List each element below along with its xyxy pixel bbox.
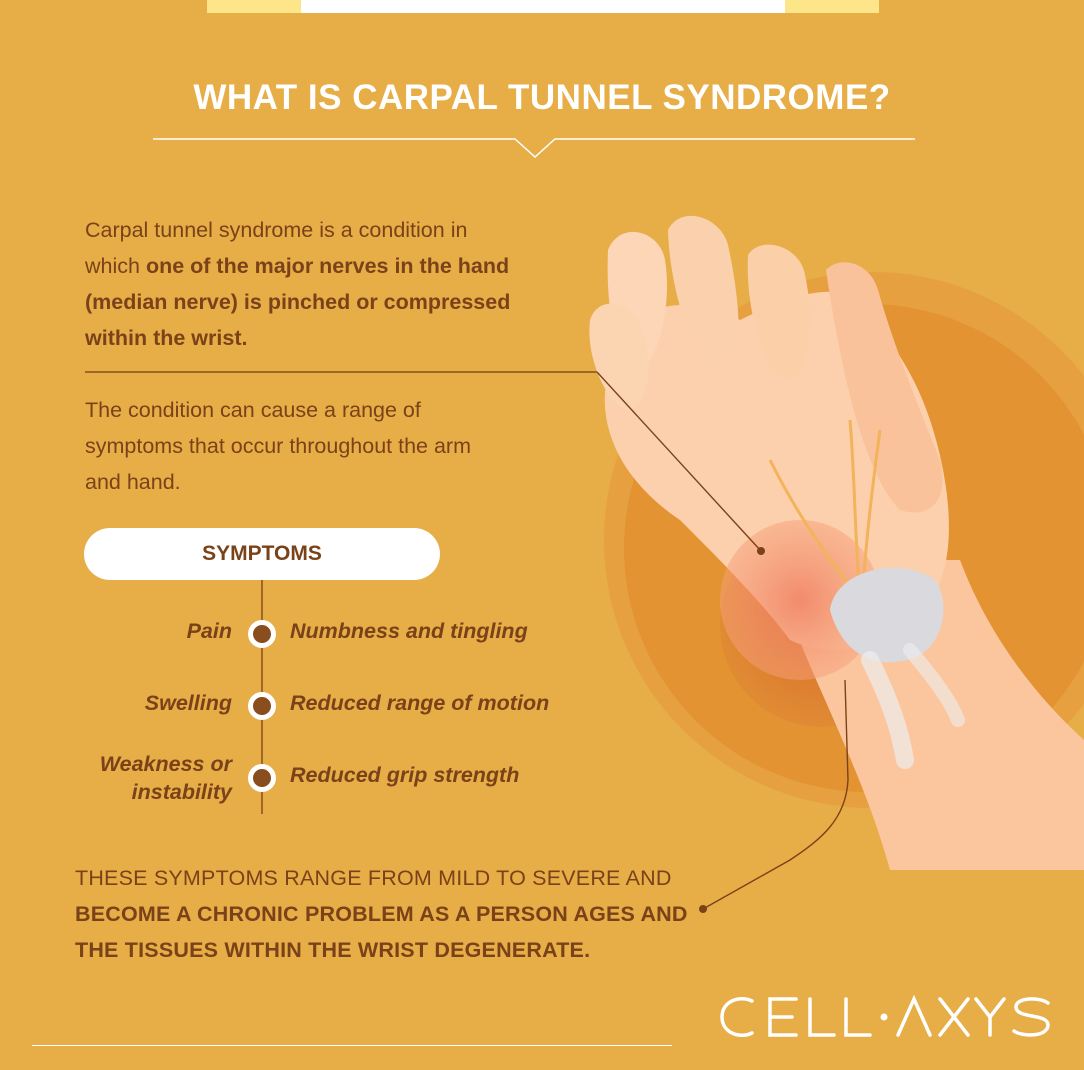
symptom-dot-2 [248, 692, 276, 720]
top-band-left-accent [207, 0, 301, 13]
intro-paragraph: Carpal tunnel syndrome is a condition in… [85, 212, 515, 356]
condition-paragraph: The condition can cause a range of sympt… [85, 398, 471, 494]
symptom-right-1: Numbness and tingling [290, 619, 528, 643]
top-band-center-tab [301, 0, 785, 13]
chronic-note-paragraph: These symptoms range from mild to severe… [75, 860, 695, 968]
bottom-divider [32, 1045, 672, 1046]
intro-bold-text: one of the major nerves in the hand (med… [85, 254, 511, 350]
symptom-dot-1 [248, 620, 276, 648]
title-underline-divider [153, 138, 915, 159]
symptom-right-3: Reduced grip strength [290, 763, 520, 787]
symptom-left-2: Swelling [144, 691, 232, 715]
symptom-left-3: Weakness or instability [99, 752, 232, 804]
chronic-bold-text: become a chronic problem as a person age… [75, 902, 688, 962]
cellaxys-logo [720, 994, 1050, 1038]
symptom-dot-3 [248, 764, 276, 792]
symptoms-heading: SYMPTOMS [202, 542, 322, 565]
page-title: WHAT IS CARPAL TUNNEL SYNDROME? [193, 78, 891, 117]
intro-plain-text: Carpal tunnel syndrome is a condition in… [85, 218, 468, 278]
chronic-plain-text: These symptoms range from mild to severe… [75, 866, 672, 890]
intro-divider [85, 371, 597, 373]
symptom-right-2: Reduced range of motion [290, 691, 550, 715]
symptom-left-1: Pain [186, 619, 232, 643]
symptoms-heading-pill: SYMPTOMS [84, 528, 440, 580]
top-band-right-accent [785, 0, 879, 13]
